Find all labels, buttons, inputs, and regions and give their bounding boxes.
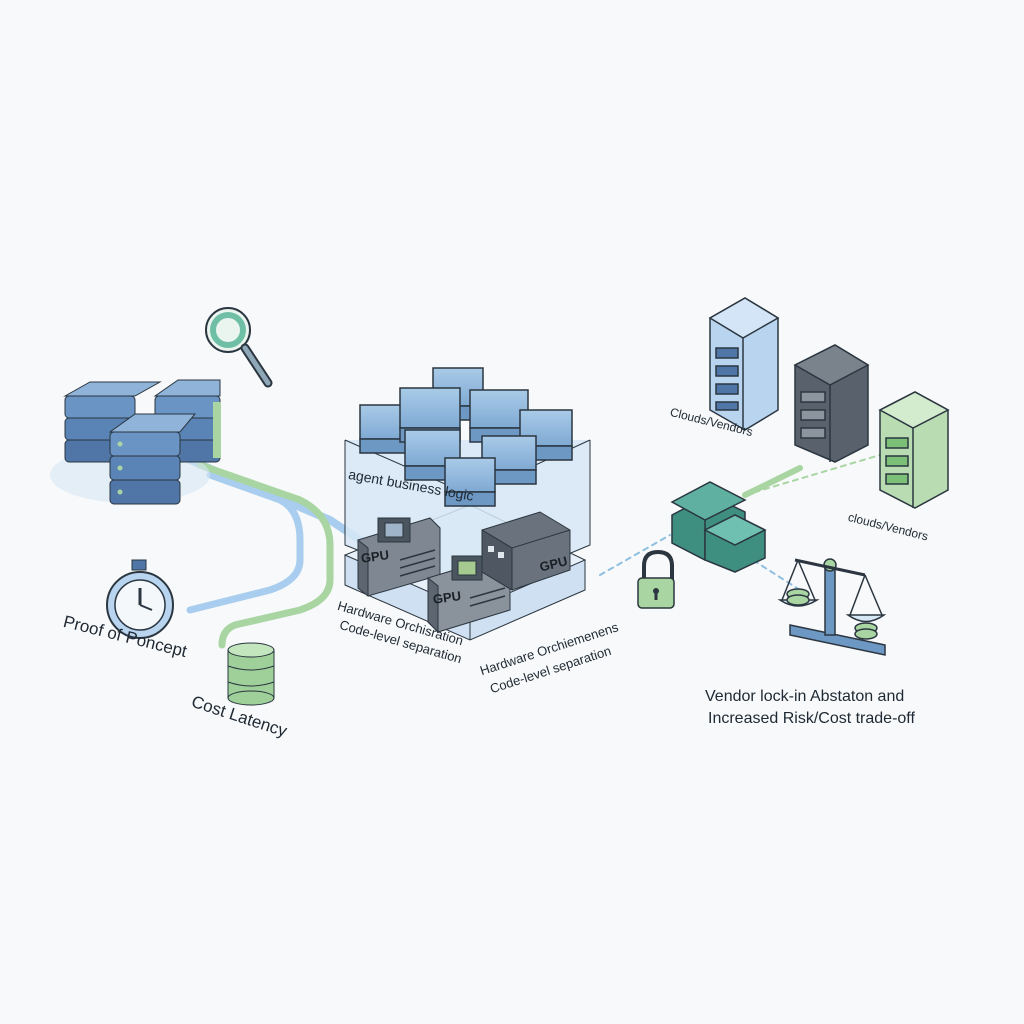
server-rack-dark: [793, 344, 870, 463]
server-stack-left: [50, 379, 221, 505]
gpu-unit-left: [357, 517, 441, 598]
teal-connector-block: [670, 481, 767, 573]
label-vendor-lockin-line2: Increased Risk/Cost trade-off: [708, 710, 915, 727]
database-icon: [227, 642, 275, 706]
padlock-icon: [637, 549, 675, 609]
cube: [444, 457, 496, 507]
server-stack-front: [108, 413, 197, 505]
server-rack-blue: [708, 297, 780, 431]
stopwatch-icon: [106, 559, 174, 639]
balance-scale-icon: [777, 558, 887, 656]
magnifier-icon: [205, 307, 273, 388]
cube-cluster: [359, 367, 573, 507]
label-vendor-lockin-line1: Vendor lock-in Abstaton and: [705, 688, 905, 705]
server-rack-green: [878, 391, 950, 509]
connector-lines-left: [186, 456, 364, 649]
gpu-unit-right: [481, 511, 571, 591]
